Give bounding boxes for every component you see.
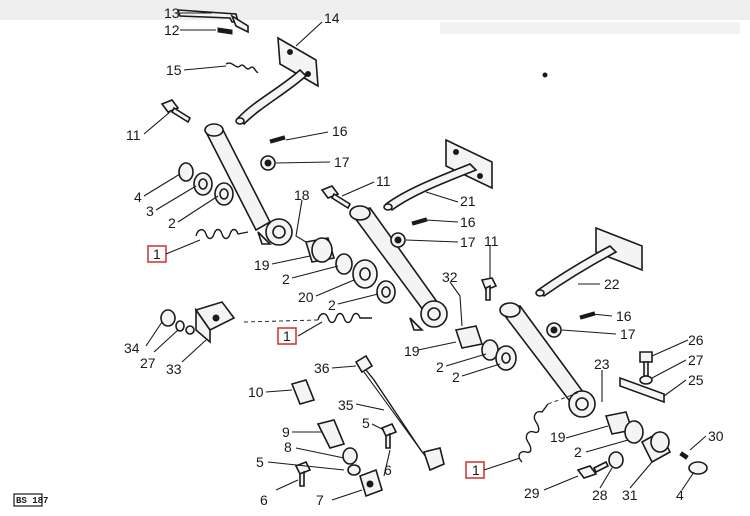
- callout-14: 14: [324, 10, 340, 26]
- callout-21: 21: [460, 193, 476, 209]
- callout-19: 19: [550, 429, 566, 445]
- callout-1: 1: [472, 462, 480, 478]
- nut-17-middle: [390, 232, 406, 248]
- callout-33: 33: [166, 361, 182, 377]
- return-spring-1-middle: [317, 312, 372, 324]
- callout-1: 1: [153, 246, 161, 262]
- left-pedal-lever: [204, 123, 293, 246]
- callout-23: 23: [594, 356, 610, 372]
- callout-17: 17: [620, 326, 636, 342]
- pin-12: [217, 27, 233, 35]
- bushing-18-19-20-middle: [304, 237, 396, 304]
- callout-18: 18: [294, 187, 310, 203]
- right-pedal-lever: [499, 302, 596, 418]
- right-spring-dash: [547, 391, 581, 405]
- callout-2: 2: [452, 369, 460, 385]
- return-spring-1-left: [195, 228, 249, 240]
- callout-16: 16: [460, 214, 476, 230]
- callout-labels: 13 12 14 15 11 16 17 4 3 2 1 18 11 21 16…: [124, 5, 724, 508]
- pedal-bracket-14: [235, 36, 319, 126]
- callout-2: 2: [436, 359, 444, 375]
- spring-15: [225, 62, 259, 73]
- callout-4: 4: [134, 189, 142, 205]
- callout-22: 22: [604, 276, 620, 292]
- callout-6: 6: [260, 492, 268, 508]
- washers-4-3-2-left: [178, 162, 234, 206]
- corner-code-text: BS 187: [16, 496, 48, 506]
- callout-3: 3: [146, 203, 154, 219]
- callout-35: 35: [338, 397, 354, 413]
- pin-16-right: [579, 311, 596, 320]
- callout-17: 17: [460, 234, 476, 250]
- callout-11: 11: [126, 127, 141, 143]
- clevis-7: [359, 468, 383, 498]
- callout-5: 5: [362, 415, 370, 431]
- callout-30: 30: [708, 428, 724, 444]
- callout-29: 29: [524, 485, 540, 501]
- middle-bracket-21: [383, 138, 493, 212]
- scan-header-band: [0, 0, 750, 20]
- bolt-11-left: [160, 99, 192, 124]
- callout-27: 27: [140, 355, 156, 371]
- clevis-10-pin-9: [290, 379, 346, 449]
- callout-8: 8: [284, 439, 292, 455]
- callout-13: 13: [164, 5, 180, 21]
- callout-1: 1: [283, 328, 291, 344]
- callout-6: 6: [384, 462, 392, 478]
- highlight-callout-1-middle: [277, 327, 297, 345]
- corner-code: BS 187: [13, 493, 48, 507]
- bolt-34-washer-27: [160, 309, 195, 335]
- right-bracket-22: [535, 226, 643, 298]
- pin-16-left: [269, 135, 286, 144]
- bolt-26-washer-27-plate-25: [619, 351, 665, 404]
- callout-36: 36: [314, 360, 330, 376]
- scan-header-strip: [440, 22, 740, 34]
- callout-20: 20: [298, 289, 314, 305]
- callout-28: 28: [592, 487, 608, 503]
- callout-34: 34: [124, 340, 140, 356]
- leader-lines: [143, 12, 707, 501]
- bushing-19-washers-2-right: [454, 325, 644, 444]
- scan-speck: [542, 72, 548, 78]
- callout-2: 2: [168, 215, 176, 231]
- callout-10: 10: [248, 384, 264, 400]
- callout-27: 27: [688, 352, 704, 368]
- callout-2: 2: [328, 297, 336, 313]
- cylinder-31-clip-4-right: [640, 430, 708, 475]
- bolt-11-right: [480, 277, 498, 301]
- callout-4: 4: [676, 487, 684, 503]
- callout-19: 19: [254, 257, 270, 273]
- callout-5: 5: [256, 454, 264, 470]
- callout-32: 32: [442, 269, 458, 285]
- callout-15: 15: [166, 62, 182, 78]
- rod-35-assembly: [354, 354, 445, 472]
- bolt-29-nut-28: [576, 451, 624, 479]
- callout-17: 17: [334, 154, 350, 170]
- callout-12: 12: [164, 22, 180, 38]
- callout-11: 11: [484, 233, 499, 249]
- washer-8-bolts-5-6: [294, 422, 398, 487]
- callout-16: 16: [332, 123, 348, 139]
- callout-25: 25: [688, 372, 704, 388]
- nut-17-right: [546, 322, 562, 338]
- callout-2: 2: [574, 444, 582, 460]
- callout-16: 16: [616, 308, 632, 324]
- callout-11: 11: [376, 173, 391, 189]
- callout-7: 7: [316, 492, 324, 508]
- callout-31: 31: [622, 487, 638, 503]
- pin-16-middle: [411, 217, 428, 226]
- middle-pedal-lever: [349, 205, 448, 331]
- bolt-11-middle: [320, 185, 352, 210]
- callout-26: 26: [688, 332, 704, 348]
- callout-2: 2: [282, 271, 290, 287]
- callout-19: 19: [404, 343, 420, 359]
- nut-17-left: [260, 155, 276, 171]
- middle-spring-dash: [243, 319, 319, 323]
- bracket-33-assembly: [194, 301, 236, 344]
- callout-9: 9: [282, 424, 290, 440]
- return-spring-1-right: [518, 403, 549, 463]
